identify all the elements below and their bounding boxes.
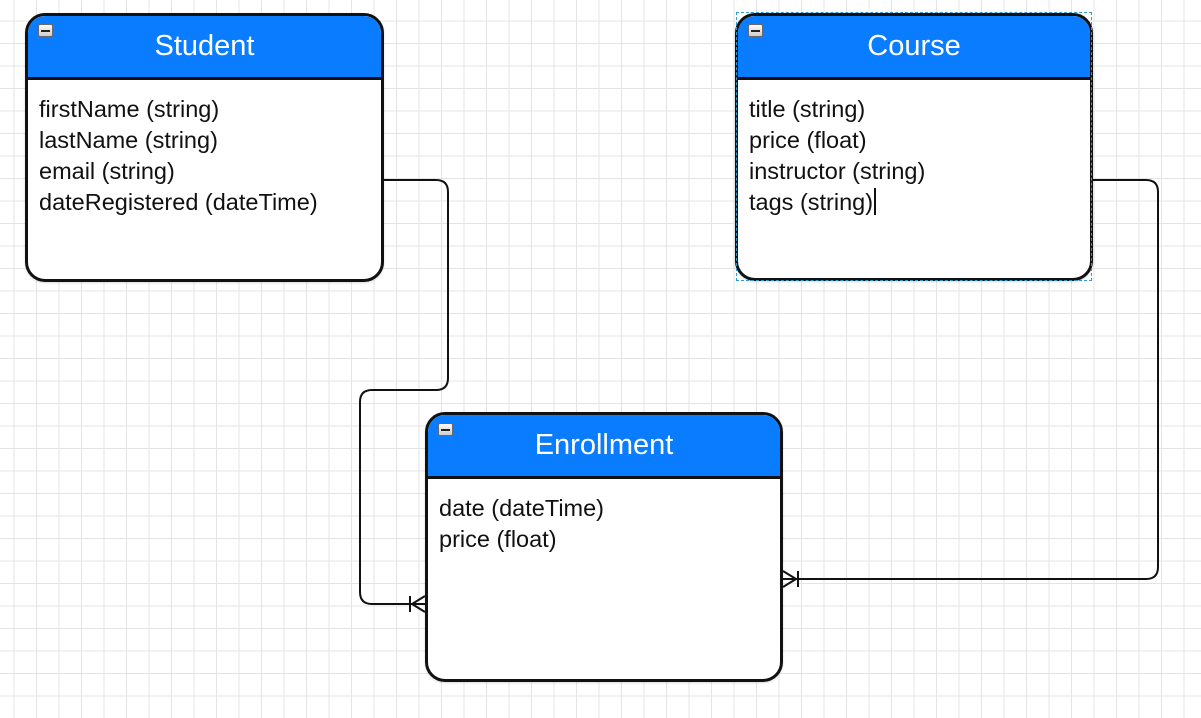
field-item-editing[interactable]: tags (string) (749, 187, 1090, 218)
entity-header[interactable]: Enrollment (428, 415, 780, 479)
entity-header[interactable]: Course (738, 16, 1090, 80)
entity-header[interactable]: Student (28, 16, 381, 80)
field-item[interactable]: date (dateTime) (439, 495, 605, 521)
entity-enrollment[interactable]: Enrollment date (dateTime) price (float) (425, 412, 783, 682)
entity-student[interactable]: Student firstName (string) lastName (str… (25, 13, 384, 282)
field-item[interactable]: instructor (string) (749, 158, 926, 184)
selection-outline (736, 12, 1092, 281)
field-text[interactable]: tags (string) (749, 189, 874, 215)
field-item[interactable]: dateRegistered (dateTime) (39, 189, 318, 215)
crowfoot-student-enrollment (409, 595, 426, 613)
text-caret (874, 188, 876, 215)
entity-title: Enrollment (534, 429, 674, 461)
field-item[interactable]: price (float) (749, 127, 867, 153)
collapse-icon[interactable] (748, 24, 763, 37)
crowfoot-course-enrollment (782, 570, 799, 588)
entity-fields: firstName (string) lastName (string) ema… (28, 80, 381, 218)
collapse-icon[interactable] (38, 24, 53, 37)
entity-course[interactable]: Course title (string) price (float) inst… (735, 13, 1093, 281)
field-item[interactable]: email (string) (39, 158, 175, 184)
field-item[interactable]: title (string) (749, 96, 866, 122)
collapse-icon[interactable] (438, 423, 453, 436)
entity-fields: title (string) price (float) instructor … (738, 80, 1090, 218)
entity-title: Student (154, 30, 255, 62)
field-item[interactable]: price (float) (439, 526, 557, 552)
entity-fields: date (dateTime) price (float) (428, 479, 780, 555)
entity-title: Course (867, 30, 961, 62)
field-item[interactable]: lastName (string) (39, 127, 218, 153)
field-item[interactable]: firstName (string) (39, 96, 220, 122)
